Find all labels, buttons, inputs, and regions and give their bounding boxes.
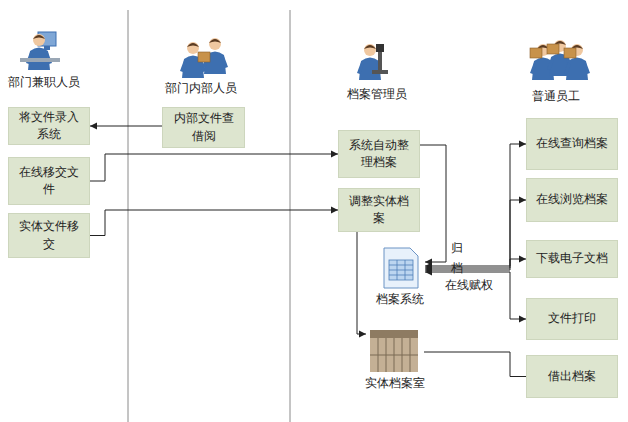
node-text: 系统自动整理档案 (344, 137, 414, 172)
employees-icon (530, 40, 590, 80)
connector (425, 197, 526, 272)
connector (425, 256, 526, 274)
connector (425, 269, 526, 323)
process-box: 借出档案 (526, 355, 618, 398)
process-box: 在线查询档案 (526, 118, 618, 170)
node-text: 在线移交文件 (14, 164, 84, 199)
process-box: 将文件录入系统 (8, 107, 90, 145)
lane-divider (128, 10, 129, 422)
lane-heading: 档案管理员 (347, 86, 407, 103)
archivist-icon (357, 44, 388, 80)
icon-node: 档案系统 (375, 246, 425, 306)
connector (90, 207, 338, 236)
connector (425, 141, 526, 270)
internal-staff-icon (180, 38, 228, 78)
node-text: 调整实体档案 (344, 193, 414, 228)
connector (424, 352, 526, 377)
connector (357, 232, 366, 338)
archive-room-image (370, 330, 418, 372)
node-text: 实体文件移交 (14, 218, 84, 253)
edge-label: 在线赋权 (445, 276, 493, 295)
node-text: 实体档案室 (365, 376, 425, 390)
connector (420, 145, 446, 266)
parttime-staff-icon (20, 32, 60, 70)
node-text: 文件打印 (548, 310, 596, 327)
node-text: 在线查询档案 (536, 135, 608, 152)
connector (90, 123, 162, 130)
process-box: 在线浏览档案 (526, 178, 618, 222)
process-box: 文件打印 (526, 298, 618, 340)
process-box: 在线移交文件 (8, 157, 90, 205)
archive-system-icon (384, 248, 418, 288)
process-box: 下载电子文档 (526, 240, 618, 278)
node-text: 下载电子文档 (536, 250, 608, 267)
lane-heading: 部门兼职人员 (8, 74, 80, 91)
lane-divider (290, 10, 291, 422)
process-box: 内部文件查借阅 (162, 107, 245, 148)
icon-node: 实体档案室 (366, 328, 424, 390)
node-text: 借出档案 (548, 368, 596, 385)
process-box: 系统自动整理档案 (338, 130, 420, 178)
process-box: 调整实体档案 (338, 188, 420, 232)
node-text: 将文件录入系统 (14, 109, 84, 144)
process-box: 实体文件移交 (8, 213, 90, 258)
connector (90, 151, 338, 182)
node-text: 在线浏览档案 (536, 191, 608, 208)
lane-heading: 普通员工 (532, 88, 580, 105)
lane-heading: 部门内部人员 (165, 80, 237, 97)
edge-label: 归档 (451, 238, 465, 279)
node-text: 档案系统 (376, 292, 424, 306)
node-text: 内部文件查借阅 (168, 110, 239, 145)
